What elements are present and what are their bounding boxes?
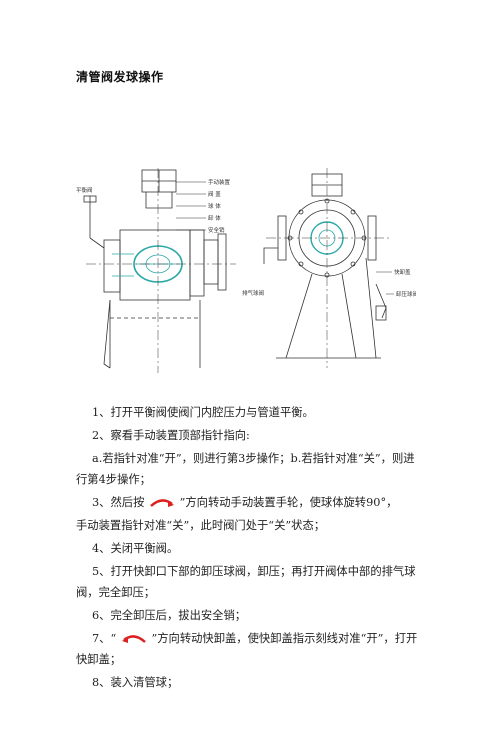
right-valve-drawing bbox=[263, 168, 394, 368]
step-3: 3、然后按 ”方向转动手动装置手轮，使球体旋转90°， bbox=[76, 492, 418, 513]
label-quick-cover: 快卸盖 bbox=[394, 268, 411, 276]
document-title: 清管阀发球操作 bbox=[76, 70, 164, 84]
label-pressure-relief-valve: 卸压球阀 bbox=[396, 290, 416, 298]
instructions: 1、打开平衡阀使阀门内腔压力与管道平衡。 2、察看手动装置顶部指针指向: a.若… bbox=[76, 402, 418, 695]
clockwise-arrow-icon bbox=[150, 499, 174, 507]
step-1: 1、打开平衡阀使阀门内腔压力与管道平衡。 bbox=[92, 406, 314, 419]
counterclockwise-arrow-icon bbox=[121, 635, 146, 643]
step-4: 4、关闭平衡阀。 bbox=[92, 542, 179, 555]
step-5: 5、打开快卸口下部的卸压球阀，卸压；再打开阀体中部的排气球阀，完全卸压； bbox=[76, 565, 416, 599]
label-ball: 球 体 bbox=[208, 202, 221, 210]
valve-diagram: 手动装置 阀 盖 球 体 卸 体 安全销 平衡阀 bbox=[76, 168, 416, 373]
step-2a-2b: a.若指针对准“开”，则进行第3步操作；b.若指针对准“关”，则进行第4步操作； bbox=[76, 452, 415, 486]
label-bonnet: 阀 盖 bbox=[208, 190, 221, 198]
label-unload-body: 卸 体 bbox=[208, 214, 221, 222]
step-7-prefix: 7、“ bbox=[92, 632, 117, 645]
left-valve-drawing bbox=[83, 168, 236, 373]
step-6: 6、完全卸压后，拔出安全销； bbox=[92, 609, 247, 622]
label-exhaust-valve: 排气球阀 bbox=[242, 289, 264, 297]
label-safety-pin: 安全销 bbox=[208, 226, 225, 234]
label-manual-device: 手动装置 bbox=[208, 178, 231, 186]
step-3-prefix: 3、然后按 bbox=[92, 496, 145, 509]
step-8: 8、装入清管球； bbox=[92, 676, 179, 689]
step-2: 2、察看手动装置顶部指针指向: bbox=[92, 429, 250, 442]
step-3-cont: 手动装置指针对准“关”，此时阀门处于“关”状态； bbox=[76, 519, 326, 532]
step-3-suffix: ”方向转动手动装置手轮，使球体旋转90°， bbox=[179, 496, 398, 509]
step-7-suffix: ”方向转动快卸盖，使快卸盖指示刻线对准“开”，打开快卸盖； bbox=[76, 632, 418, 666]
label-balance-valve: 平衡阀 bbox=[76, 186, 93, 194]
step-7: 7、“ ”方向转动快卸盖，使快卸盖指示刻线对准“开”，打开快卸盖； bbox=[76, 628, 418, 670]
